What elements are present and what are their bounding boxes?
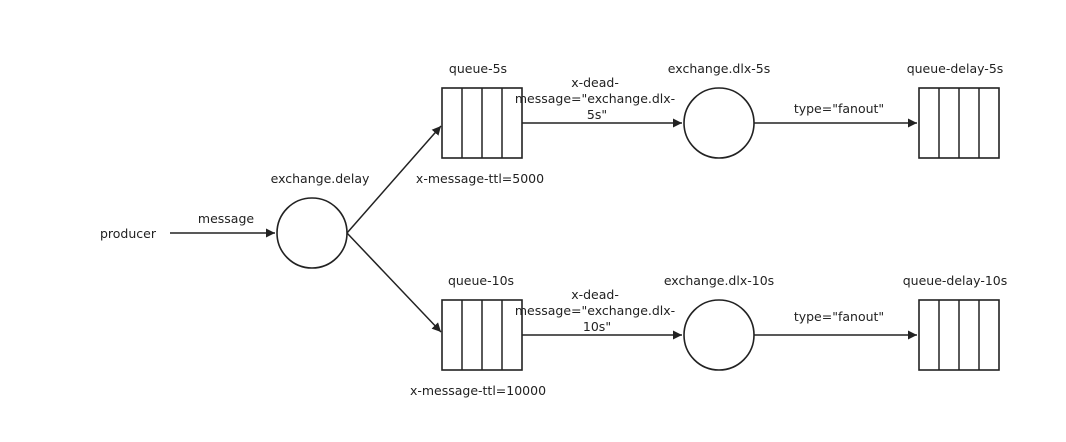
queue-10s-node <box>441 299 523 371</box>
queue-5s-dlx-line-2: message="exchange.dlx- <box>515 91 675 106</box>
queue-10s-label: queue-10s <box>448 273 514 288</box>
exchange-dlx-10s-label: exchange.dlx-10s <box>664 273 774 288</box>
queue-5s-dlx-label: x-dead- message="exchange.dlx- 5s" <box>515 75 679 122</box>
queue-5s-node <box>441 87 523 159</box>
dlx-10s-type-label: type="fanout" <box>794 309 884 324</box>
queue-10s-dlx-line-2: message="exchange.dlx- <box>515 303 675 318</box>
queue-5s-dlx-line-1: x-dead- <box>571 75 619 90</box>
queue-10s-dlx-label: x-dead- message="exchange.dlx- 10s" <box>515 287 679 334</box>
queue-10s-ttl: x-message-ttl=10000 <box>410 383 546 398</box>
queue-10s-dlx-line-1: x-dead- <box>571 287 619 302</box>
edge-delay-to-queue-5s <box>346 125 442 234</box>
exchange-dlx-5s-label: exchange.dlx-5s <box>668 61 770 76</box>
message-edge-label: message <box>198 211 254 226</box>
exchange-delay-label: exchange.delay <box>271 171 370 186</box>
queue-5s-dlx-line-3: 5s" <box>587 107 607 122</box>
dlx-5s-type-label: type="fanout" <box>794 101 884 116</box>
queue-10s-dlx-line-3: 10s" <box>583 319 611 334</box>
queue-delay-10s-node <box>918 299 1000 371</box>
producer-label: producer <box>100 226 157 241</box>
queue-delay-5s-node <box>918 87 1000 159</box>
queue-5s-ttl: x-message-ttl=5000 <box>416 171 544 186</box>
queue-5s-label: queue-5s <box>449 61 507 76</box>
exchange-dlx-5s-node <box>683 87 755 159</box>
exchange-dlx-10s-node <box>683 299 755 371</box>
queue-delay-5s-label: queue-delay-5s <box>907 61 1004 76</box>
exchange-delay-node <box>276 197 348 269</box>
queue-delay-10s-label: queue-delay-10s <box>903 273 1008 288</box>
edge-delay-to-queue-10s <box>346 232 442 333</box>
